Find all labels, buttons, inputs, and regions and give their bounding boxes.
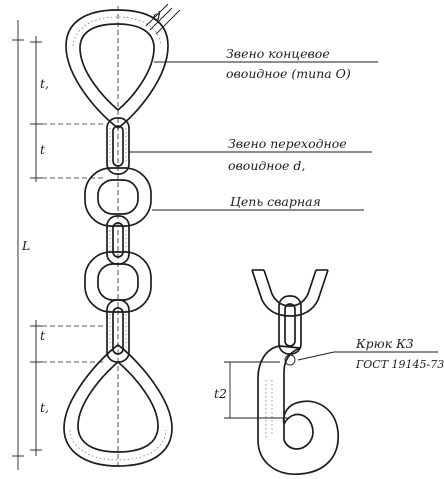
dimension-d-label: d — [153, 8, 161, 23]
label-hook-line2: ГОСТ 19145-73 — [355, 358, 444, 371]
label-chain: Цепь сварная — [230, 194, 321, 209]
dimension-t1-bottom: t, — [40, 400, 49, 415]
callouts: Звено концевое овоидное (типа О) Звено п… — [128, 46, 444, 371]
hook-body — [257, 345, 339, 475]
label-end-link-line1: Звено концевое — [226, 46, 330, 61]
dimension-d: d — [145, 3, 181, 35]
label-trans-link-line2: овоидное d, — [228, 158, 305, 173]
label-hook-line1: Крюк К3 — [355, 336, 414, 351]
label-trans-link-line1: Звено переходное — [228, 136, 347, 151]
chain-assembly — [63, 6, 173, 470]
dimension-t-bottom: t — [40, 328, 46, 343]
dimension-t1-top: t, — [40, 76, 49, 91]
hook-fork — [251, 269, 329, 317]
dimension-t2: t2 — [214, 386, 227, 401]
dimension-L: L — [21, 238, 30, 253]
top-end-link — [65, 9, 169, 130]
hook-assembly: t2 — [214, 269, 339, 475]
hook-dimension-t2: t2 — [214, 361, 290, 419]
label-end-link-line2: овоидное (типа О) — [226, 66, 351, 81]
dimension-t-top: t — [40, 142, 46, 157]
left-dimension-lines: t, t L t t, — [12, 20, 104, 470]
